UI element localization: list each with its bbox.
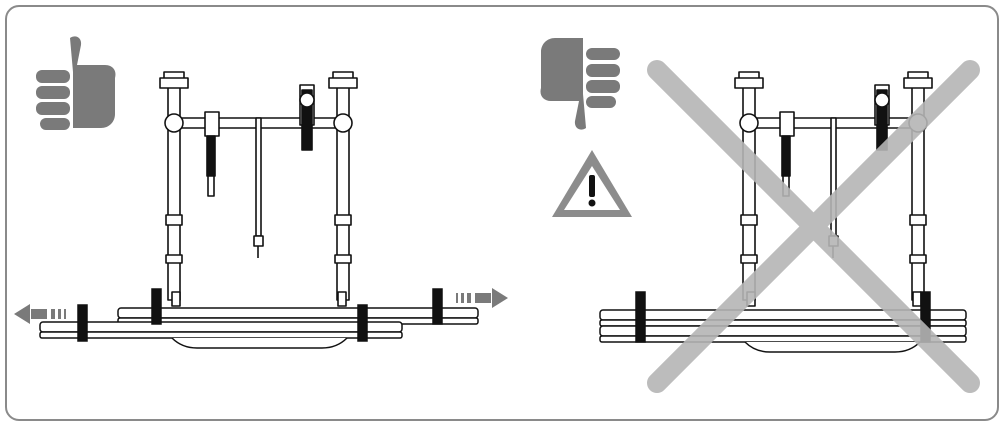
extend-left-right-arrows-icon	[14, 288, 508, 324]
rails-correct	[39, 288, 479, 349]
thumbs-up-icon	[36, 36, 116, 130]
cross-out-icon	[647, 60, 980, 393]
warning-triangle-icon	[552, 150, 632, 217]
correct-panel	[14, 36, 508, 349]
rails-incorrect	[599, 291, 967, 353]
bike-rack-correct	[159, 71, 358, 307]
incorrect-panel	[540, 38, 980, 393]
thumbs-down-icon	[540, 38, 620, 130]
